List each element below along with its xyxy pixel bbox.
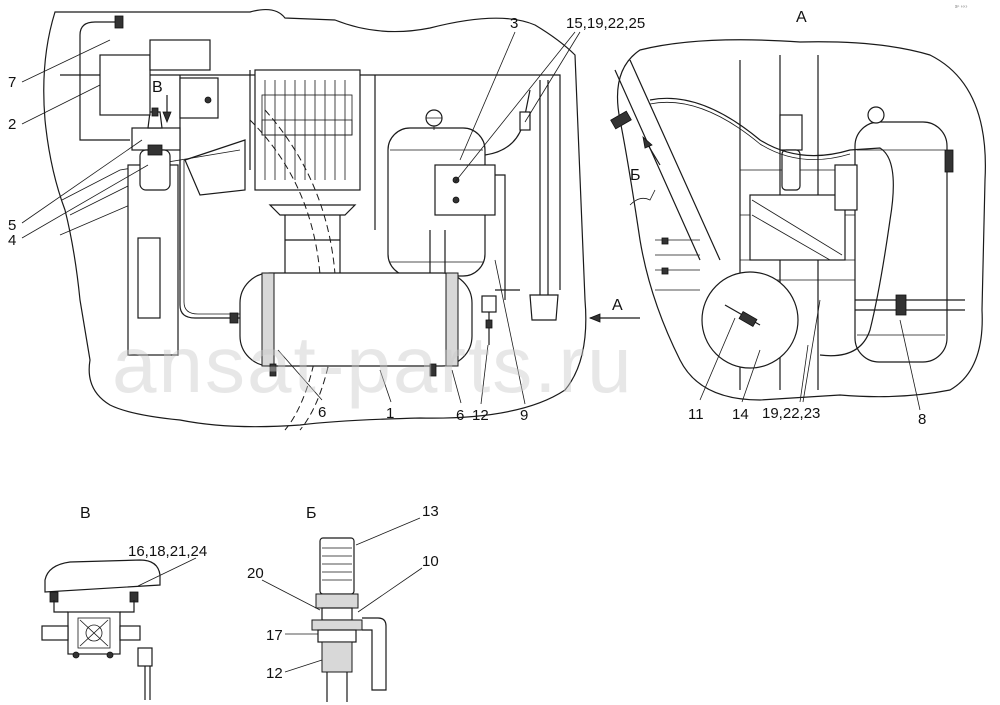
callout-9: 9 (520, 407, 528, 424)
callout-4: 4 (8, 232, 16, 249)
view-b-arrowhead (642, 135, 653, 149)
leader-lines (21, 31, 581, 405)
view-a-arrowhead (588, 313, 601, 323)
view-a-fitting (895, 294, 907, 316)
filter-cup (139, 149, 171, 191)
receiver-bracket (434, 164, 496, 216)
upper-bracket (149, 39, 211, 71)
detail-b-nipple (321, 641, 353, 673)
drain-fitting (481, 295, 497, 313)
view-a-gauge (867, 106, 885, 124)
view-a-frame (614, 55, 819, 390)
detail-b: Б 13 20 10 17 12 (247, 503, 439, 702)
callout-13: 13 (422, 503, 439, 520)
detail-b-title: Б (306, 505, 317, 522)
drain-valve (429, 363, 437, 377)
pipe-connector (114, 15, 124, 29)
callout-15-19-22-25: 15,19,22,25 (566, 15, 645, 32)
drain-valve (269, 363, 277, 377)
detail-b-hose (326, 672, 348, 702)
callout-6-left: 6 (318, 404, 326, 421)
callout-11: 11 (688, 406, 704, 423)
upper-unit (99, 54, 151, 116)
callout-17: 17 (266, 627, 283, 644)
callout-6-right: 6 (456, 407, 464, 424)
bracket-plate (137, 237, 161, 319)
view-a-clamp (834, 164, 858, 211)
callout-5: 5 (8, 217, 16, 234)
line-fitting (229, 312, 239, 324)
view-a-arrow-label: А (612, 297, 623, 314)
quick-coupler (319, 537, 355, 595)
valve-block (179, 77, 219, 119)
coupler-body (321, 607, 353, 621)
receiver-seams (390, 149, 483, 263)
coupler-nut (315, 593, 359, 609)
callout-12: 12 (472, 407, 489, 424)
view-v-arrow-label: В (152, 79, 163, 96)
view-a-hose-end (610, 110, 632, 130)
detail-v-plate (44, 559, 161, 593)
detail-v-outlet (119, 625, 141, 641)
swing-arc (249, 119, 322, 431)
view-b-arrow-label: Б (630, 167, 641, 184)
clamp-band-left (261, 272, 275, 367)
view-a-strap (855, 299, 965, 311)
bracket-bolt (452, 196, 460, 204)
callout-20: 20 (247, 565, 264, 582)
detail-b-bracket (362, 617, 387, 691)
stand-top (268, 204, 357, 216)
pipe-fitting (519, 111, 531, 131)
clamp-band-right (445, 272, 459, 367)
cooler-block (254, 69, 361, 191)
detail-b-washer (311, 619, 363, 631)
detail-v-bracket (53, 600, 135, 613)
callout-10: 10 (422, 553, 439, 570)
rear-frame (495, 174, 520, 300)
view-v-arrowhead (162, 111, 172, 124)
frame-brace (59, 149, 241, 236)
main-view-boundary (43, 8, 587, 428)
view-a-regulator (779, 114, 803, 151)
view-a-filter (781, 149, 801, 191)
callout-19-22-23: 19,22,23 (762, 405, 820, 422)
view-a-title: А (796, 9, 807, 26)
corner-mark: sⁿ ‹‹‹› (955, 4, 968, 10)
main-view: А В 7 2 5 4 3 15,19,22,25 6 1 6 12 (8, 8, 645, 431)
detail-v-port (137, 647, 153, 667)
mount-plate (184, 139, 246, 196)
stand-legs (284, 215, 341, 275)
callout-14: 14 (732, 406, 749, 423)
view-a-boundary (616, 39, 986, 401)
detail-v: В 16,18,21,24 (41, 505, 207, 700)
callout-16-18-21-24: 16,18,21,24 (128, 543, 207, 560)
callout-12-detail: 12 (266, 665, 283, 682)
view-a-hose (649, 97, 894, 357)
pressure-regulator (131, 107, 181, 191)
detail-v-title: В (80, 505, 91, 522)
callout-2: 2 (8, 116, 16, 133)
cooler-fins (261, 80, 353, 180)
leader-lines-view-a (699, 299, 921, 411)
callout-8: 8 (918, 411, 926, 428)
view-a: А Б (610, 9, 986, 428)
leader-lines-detail-b (261, 517, 423, 673)
air-line-left (179, 160, 240, 319)
callout-1: 1 (386, 405, 394, 422)
callout-3: 3 (510, 15, 518, 32)
watermark: ansat-parts.ru (112, 320, 634, 409)
detail-b-lock-nut (317, 629, 357, 643)
horizontal-receiver (239, 272, 473, 367)
detail-v-inlet (41, 625, 69, 641)
upper-pipe (79, 35, 130, 141)
drain-rod (529, 80, 559, 321)
view-a-receiver (854, 121, 948, 363)
receiver-support (429, 230, 446, 280)
callout-7: 7 (8, 74, 16, 91)
